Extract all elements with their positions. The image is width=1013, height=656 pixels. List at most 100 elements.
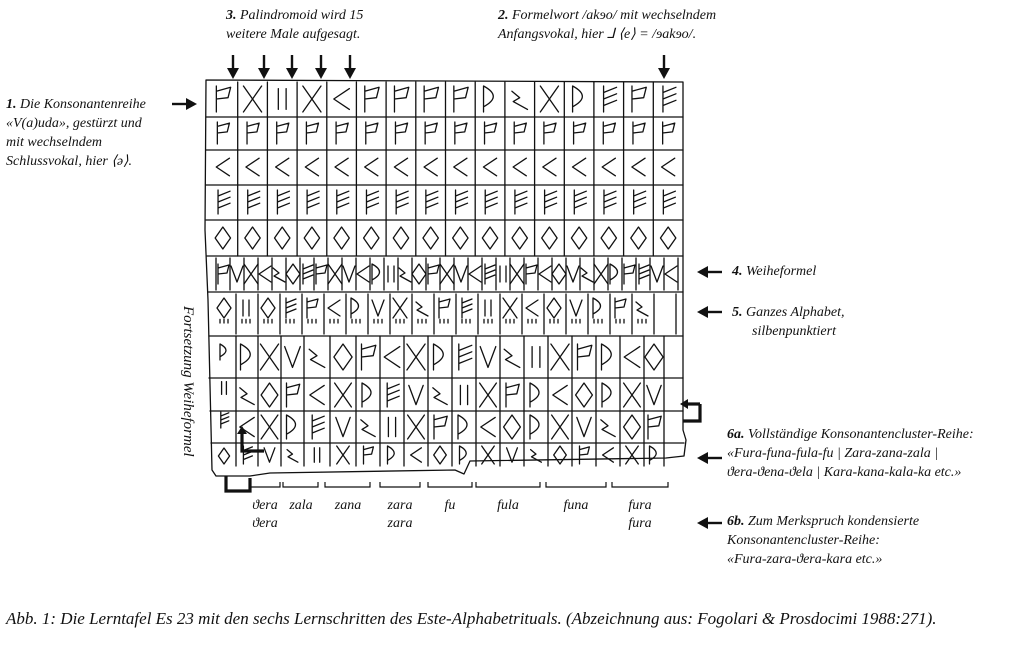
glyph-mark: [432, 387, 448, 406]
annotation-alphabet: 5. Ganzes Alphabet, silbenpunktiert: [732, 303, 845, 341]
glyph-mark: [609, 263, 619, 285]
bottom-label-line1: zana: [334, 498, 362, 513]
annotation-cluster-reihe: 6a. Vollständige Konsonantencluster-Reih…: [727, 425, 974, 482]
bottom-label-line1: zala: [289, 498, 313, 513]
glyph-mark: [505, 447, 519, 463]
glyph-mark: [408, 384, 424, 406]
glyph-mark: [273, 226, 291, 250]
bottom-label: fu: [432, 497, 468, 515]
glyph-mark: [480, 416, 496, 438]
glyph-mark: [482, 157, 498, 177]
glyph-mark: [478, 382, 498, 408]
glyph-mark: [260, 382, 279, 408]
glyph-mark: [542, 157, 557, 177]
glyph-mark: [458, 343, 473, 371]
glyph-mark: [239, 416, 255, 438]
bottom-label-line1: zara: [387, 498, 413, 513]
glyph-mark: [623, 263, 636, 285]
glyph-mark: [242, 445, 254, 465]
glyph-mark: [423, 85, 440, 113]
glyph-mark: [632, 121, 646, 145]
glyph-mark: [647, 414, 662, 440]
bracket-arrowheads: [237, 399, 688, 434]
glyph-mark: [333, 343, 353, 371]
annotation-number: 3.: [226, 8, 237, 23]
glyph-mark: [361, 382, 372, 408]
glyph-mark: [458, 445, 467, 465]
bottom-label: zana: [328, 497, 368, 515]
glyph-mark: [600, 226, 618, 250]
glyph-mark: [546, 297, 562, 319]
glyph-mark: [623, 345, 641, 369]
glyph-mark: [427, 263, 440, 285]
glyph-mark: [425, 189, 439, 215]
glyph-mark: [550, 343, 570, 371]
annotation-line: mit wechselndem: [6, 135, 103, 150]
annotation-line: Schlussvokal, hier ⟨ə⟩.: [6, 154, 133, 169]
glyph-mark: [566, 265, 580, 283]
glyph-mark: [333, 226, 350, 250]
glyph-mark: [502, 414, 522, 440]
glyph-mark: [327, 299, 341, 317]
glyph-mark: [662, 121, 676, 145]
glyph-mark: [274, 157, 290, 177]
glyph-mark: [336, 445, 350, 465]
glyph-mark: [600, 343, 612, 371]
glyph-mark: [387, 265, 395, 283]
glyph-mark: [631, 157, 646, 177]
annotation-number: 6a.: [727, 427, 745, 442]
tablet-outline: [204, 79, 687, 477]
glyph-mark: [529, 382, 540, 408]
glyph-mark: [303, 226, 321, 250]
glyph-mark: [513, 121, 527, 145]
glyph-mark: [644, 343, 664, 371]
glyph-mark: [631, 85, 647, 113]
glyph-mark: [304, 157, 320, 177]
glyph-mark: [433, 445, 447, 465]
label-braces: [249, 482, 669, 488]
glyph-mark: [216, 297, 232, 319]
glyph-mark: [424, 121, 438, 145]
glyph-mark: [277, 87, 287, 111]
glyph-mark: [543, 189, 558, 215]
glyph-mark: [342, 265, 356, 283]
glyph-mark: [393, 85, 410, 113]
glyph-mark: [502, 297, 518, 319]
glyph-mark: [276, 189, 291, 215]
glyph-mark: [216, 121, 231, 145]
glyph-mark: [356, 265, 370, 283]
glyph-mark: [638, 263, 650, 285]
glyph-mark: [481, 226, 499, 250]
glyph-mark: [409, 447, 423, 463]
glyph-mark: [648, 445, 657, 465]
glyph-mark: [230, 265, 244, 283]
glyph-mark: [593, 263, 609, 285]
glyph-mark: [306, 297, 319, 319]
annotation-line: «Fura-funa-fula-fu | Zara-zana-zala |: [727, 446, 939, 461]
glyph-mark: [305, 121, 320, 145]
annotation-konsonantenreihe: 1. Die Konsonantenreihe «V(a)uda», gestü…: [6, 95, 146, 171]
bottom-label-line1: fu: [444, 498, 456, 513]
glyph-mark: [406, 414, 426, 440]
glyph-mark: [438, 297, 451, 319]
glyph-mark: [453, 85, 469, 113]
glyph-mark: [570, 226, 588, 250]
glyph-mark: [578, 445, 591, 465]
glyph-mark: [371, 263, 381, 285]
bottom-label-line1: fura: [628, 498, 652, 513]
glyph-mark: [327, 263, 343, 285]
glyph-mark: [242, 85, 263, 113]
glyph-sketches: [214, 85, 678, 465]
annotation-line: Zum Merkspruch kondensierte: [748, 514, 920, 529]
glyph-mark: [371, 299, 385, 317]
glyph-mark: [529, 448, 543, 463]
glyph-mark: [315, 263, 328, 285]
glyph-mark: [459, 384, 469, 406]
glyph-mark: [538, 265, 552, 283]
glyph-mark: [308, 348, 326, 369]
glyph-mark: [622, 414, 642, 440]
glyph-mark: [350, 297, 360, 319]
glyph-mark: [214, 226, 232, 250]
glyph-mark: [622, 382, 642, 408]
bottom-label: zala: [283, 497, 319, 515]
